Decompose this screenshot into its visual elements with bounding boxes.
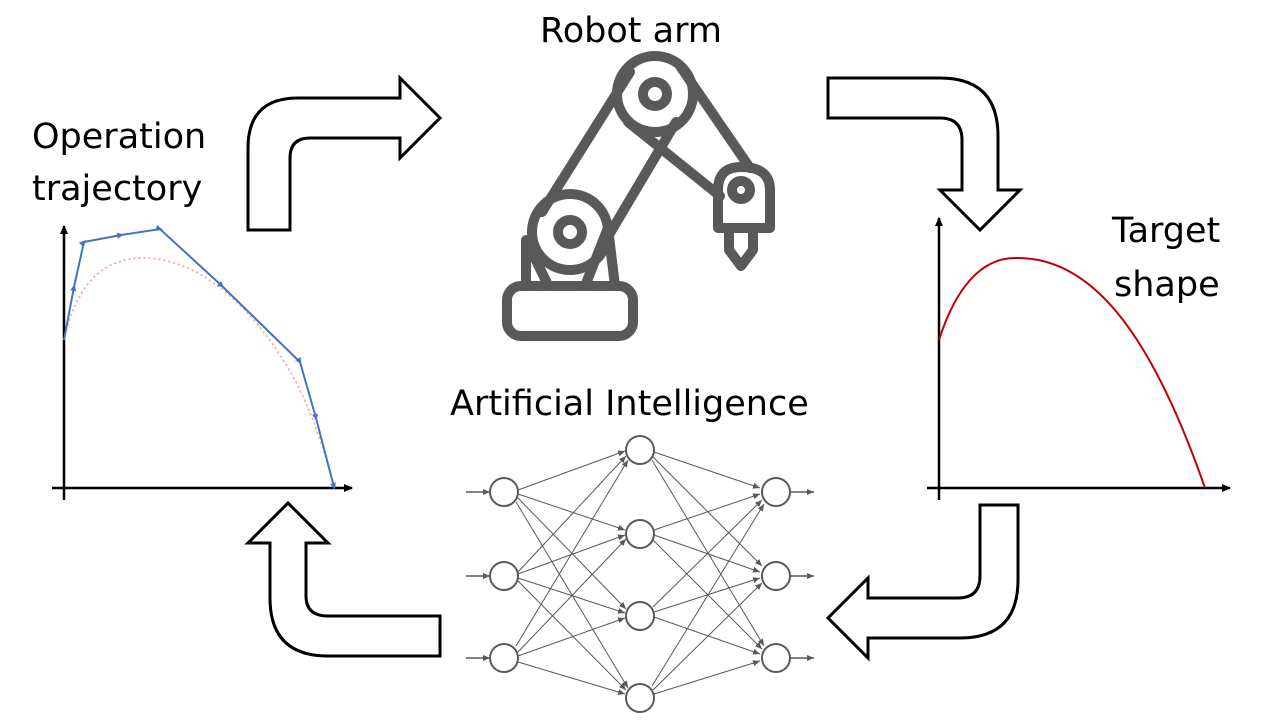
- operation-trajectory-polyline: [63, 224, 336, 490]
- nn-hidden-node: [625, 519, 655, 549]
- nn-hidden-node: [625, 435, 655, 465]
- target-shape-curve: [938, 256, 1206, 489]
- target-shape-label-line2: shape: [1114, 265, 1220, 305]
- cycle-arrow-bottom-left: [244, 500, 442, 658]
- target-shape-dotted-curve: [63, 257, 335, 488]
- cycle-arrow-bottom-right: [825, 503, 1020, 662]
- nn-output-node: [761, 643, 791, 673]
- nn-hidden-node: [625, 601, 655, 631]
- target-shape-chart: [927, 217, 1231, 500]
- nn-output-node: [761, 561, 791, 591]
- robot-arm-icon: [502, 51, 775, 341]
- nn-input-node: [489, 477, 519, 507]
- nn-input-node: [489, 561, 519, 591]
- nn-input-node: [489, 643, 519, 673]
- operation-trajectory-chart: [52, 224, 353, 500]
- nn-hidden-node: [625, 683, 655, 713]
- nn-output-node: [761, 477, 791, 507]
- operation-trajectory-label-line1: Operation: [32, 117, 207, 157]
- cycle-arrow-top-left: [246, 74, 443, 232]
- operation-trajectory-label-line2: trajectory: [32, 169, 203, 209]
- cycle-arrow-top-right: [826, 76, 1024, 233]
- target-shape-label-line1: Target: [1112, 211, 1221, 251]
- robot-arm-label: Robot arm: [540, 11, 722, 51]
- neural-network: [466, 435, 814, 713]
- artificial-intelligence-label: Artificial Intelligence: [450, 384, 809, 424]
